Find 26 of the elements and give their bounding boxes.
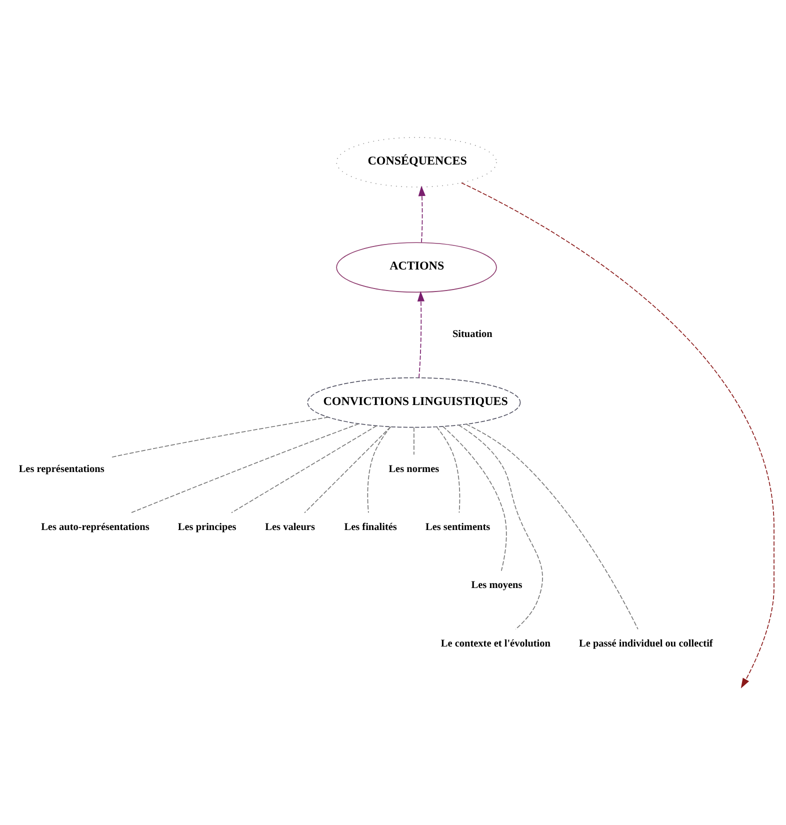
node-ellipse: CONSÉQUENCES [336,136,497,187]
node-text: Les normes [388,463,440,474]
arrow [461,182,774,688]
connector [304,426,391,513]
connector [367,426,392,513]
connector [466,423,638,630]
connector [458,424,543,630]
node-text: Les finalités [344,522,397,533]
node-text: Les principes [178,522,236,533]
node-ellipse: CONVICTIONS LINGUISTIQUES [307,376,521,428]
node-text: Les sentiments [426,522,490,533]
connector [436,426,460,513]
connector [110,416,329,458]
connector [130,422,360,513]
arrow [417,290,425,378]
node-text: Les moyens [471,580,522,591]
label: Situation [452,328,492,340]
node-text: Les représentations [18,463,104,474]
connector [442,426,507,571]
node-text: Les auto-représentations [41,522,150,533]
connector [231,424,377,513]
node-text: Le contexte et l'évolution [440,638,550,649]
node-text: Les valeurs [265,522,315,533]
arrow [418,185,426,242]
node-text: Le passé individuel ou collectif [579,638,713,649]
node-ellipse: ACTIONS [336,242,497,292]
